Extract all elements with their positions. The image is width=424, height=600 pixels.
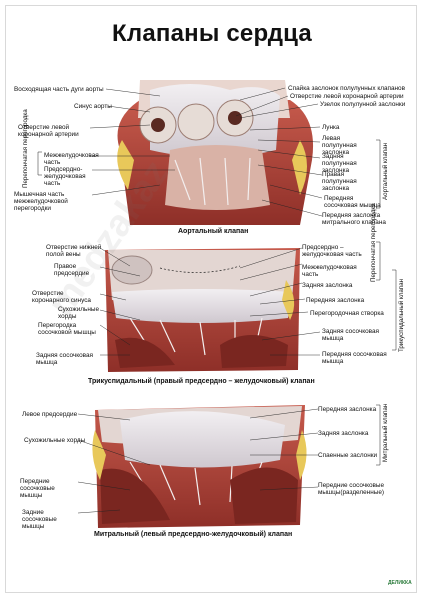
label-left-cusp: Левая полулунная заслонка <box>322 135 357 156</box>
label-commissure: Спайка заслонок полулунных клапанов <box>288 85 406 92</box>
caption-aortic-valve: Аортальный клапан <box>178 228 249 235</box>
label-left-coronary-orifice: Отверстие левой коронарной артерии <box>18 124 79 138</box>
label-left-coronary-orifice-right: Отверстие левой коронарной артерии <box>290 93 404 100</box>
tricuspid-valve-illustration <box>105 248 300 372</box>
label-right-cusp: Правая полулунная заслонка <box>322 171 357 192</box>
label-tricuspid-valve-vertical: Трикуспидальный клапан <box>398 279 405 352</box>
label-coronary-sinus-orifice: Отверстие коронарного синуса <box>32 290 91 304</box>
label-interventricular-part: Межжелудочковая часть <box>44 152 99 166</box>
label-septal-papillary: Перегородка сосочковой мышцы <box>38 322 96 336</box>
label-posterior-papillary-left: Задняя сосочковая мышца <box>36 352 93 366</box>
label-anterior-mitral-leaflet: Передняя заслонка митрального клапана <box>322 212 386 226</box>
label-posterior-cusp: Задняя полулунная заслонка <box>322 153 357 174</box>
caption-tricuspid-valve: Трикуспидальный (правый предсердно – жел… <box>88 378 315 385</box>
label-ivc-orifice: Отверстие нижней полой вены <box>46 244 102 258</box>
label-anterior-papillary-mitral: Передние сосочковые мышцы <box>20 478 55 499</box>
label-chordae-mitral: Сухожильные хорды <box>24 437 86 444</box>
label-membranous-septum-vertical-2: Перепончатая перегородка <box>370 203 377 282</box>
label-septal-leaflet: Перегородочная створка <box>310 310 384 317</box>
label-nodule: Узелок полулунной заслонки <box>320 101 406 108</box>
poster-title: Клапаны сердца <box>112 20 312 47</box>
label-right-atrium: Правое предсердие <box>54 263 90 277</box>
label-posterior-leaflet: Задняя заслонка <box>302 282 353 289</box>
label-posterior-papillary-mitral: Задние сосочковые мышцы <box>22 509 57 530</box>
label-ascending-aorta: Восходящая часть дуги аорты <box>14 86 104 93</box>
label-posterior-papillary-right: Задняя сосочковая мышца <box>322 328 379 342</box>
label-chordae-tendineae: Сухожильные хорды <box>58 306 99 320</box>
caption-mitral-valve: Митральный (левый предсердно-желудочковы… <box>94 531 293 538</box>
aortic-valve-illustration <box>117 80 314 225</box>
label-lunula: Лунка <box>322 124 340 131</box>
leader-lines <box>77 87 323 514</box>
label-fused-cusps: Спаенные заслонки <box>318 452 378 459</box>
mitral-valve-illustration <box>92 405 307 528</box>
label-aortic-valve-vertical: Аортальный клапан <box>382 143 389 200</box>
brackets <box>37 139 397 466</box>
label-membranous-septum-vertical: Перепончатая перегородка <box>22 109 29 188</box>
label-left-atrium: Левое предсердие <box>22 411 78 418</box>
label-anterior-cusp-mitral: Передняя заслонка <box>318 406 377 413</box>
label-iv-part: Межжелудочковая часть <box>302 264 357 278</box>
label-atrioventricular-part: Предсердно-желудочковая часть <box>44 166 86 187</box>
label-anterior-papillary-right: Передняя сосочковая мышца <box>322 351 387 365</box>
label-mitral-valve-vertical: Митральный клапан <box>382 403 389 462</box>
label-anterior-leaflet: Передняя заслонка <box>306 297 365 304</box>
label-av-part: Предсердно – желудочковая часть <box>302 244 362 258</box>
label-posterior-cusp-mitral: Задняя заслонка <box>318 430 369 437</box>
label-muscular-septum: Мышечная часть межжелудочковой перегород… <box>14 191 68 212</box>
label-anterior-papillary-divided: Передние сосочковые мышцы(разделенные) <box>318 482 385 496</box>
publisher-logo: ДЕЛИККА <box>388 580 412 586</box>
label-anterior-papillary: Передняя сосочковая мышца <box>324 195 381 209</box>
poster-border <box>5 5 417 593</box>
label-aortic-sinus: Синус аорты <box>74 103 112 110</box>
